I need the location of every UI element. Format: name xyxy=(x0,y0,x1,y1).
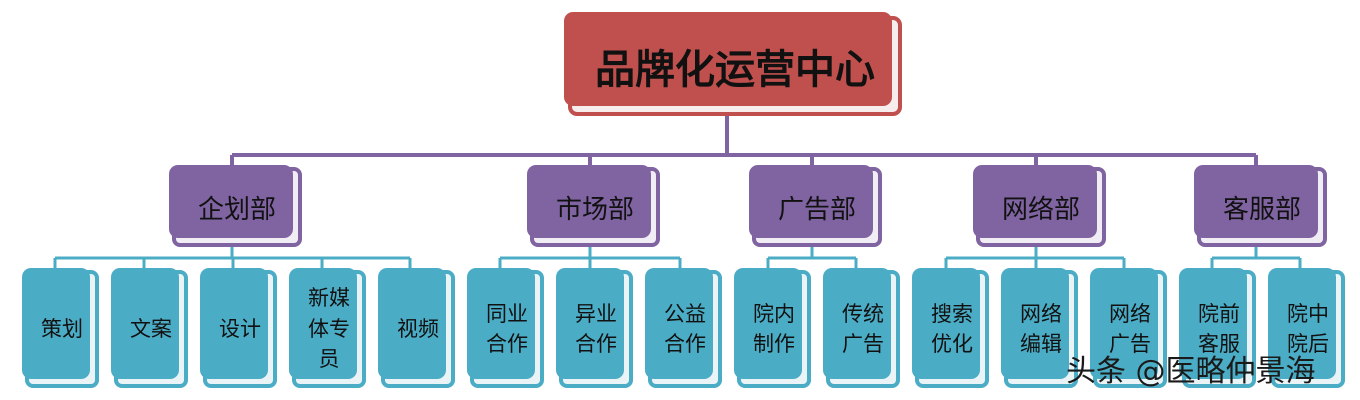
leaf-label: 策划 xyxy=(41,316,83,341)
leaf-label: 设计 xyxy=(219,316,261,341)
dept-label: 市场部 xyxy=(555,194,634,225)
leaf-label: 院中 院后 xyxy=(1287,301,1329,356)
dept-node-planning: 企划部 xyxy=(169,165,302,247)
leaf-node: 院前 客服 xyxy=(1179,268,1256,388)
leaf-node: 文案 xyxy=(111,268,188,388)
leaf-node: 院内 制作 xyxy=(734,268,811,388)
leaf-label: 网络 编辑 xyxy=(1020,301,1062,356)
leaf-label: 传统 广告 xyxy=(842,301,884,356)
leaf-node: 院中 院后 xyxy=(1268,268,1345,388)
leaf-node: 策划 xyxy=(22,268,99,388)
root-node: 品牌化运营中心 xyxy=(564,12,902,116)
leaf-label: 搜索 优化 xyxy=(931,301,973,356)
leaf-node: 异业 合作 xyxy=(556,268,633,388)
leaf-node: 传统 广告 xyxy=(823,268,900,388)
leaf-node: 网络 编辑 xyxy=(1001,268,1078,388)
leaf-node: 新媒 体专 员 xyxy=(289,268,366,388)
leaf-label: 院内 制作 xyxy=(753,301,795,356)
dept-node-network: 网络部 xyxy=(973,165,1106,247)
leaf-label: 院前 客服 xyxy=(1198,301,1240,356)
leaf-label: 视频 xyxy=(397,316,439,341)
leaf-node: 网络 广告 xyxy=(1090,268,1167,388)
leaf-label: 新媒 体专 员 xyxy=(308,286,350,372)
leaf-node: 视频 xyxy=(378,268,455,388)
dept-node-customer-service: 客服部 xyxy=(1194,165,1327,247)
leaf-node: 公益 合作 xyxy=(645,268,722,388)
dept-label: 广告部 xyxy=(777,194,856,225)
dept-node-advertising: 广告部 xyxy=(749,165,882,247)
leaf-label: 异业 合作 xyxy=(575,301,617,356)
leaf-node: 搜索 优化 xyxy=(912,268,989,388)
leaf-label: 同业 合作 xyxy=(486,301,528,356)
dept-label: 网络部 xyxy=(1001,194,1080,225)
leaf-node: 设计 xyxy=(200,268,277,388)
watermark: 头条 @医略仲景海 xyxy=(1066,354,1316,389)
dept-label: 企划部 xyxy=(197,194,276,225)
dept-node-marketing: 市场部 xyxy=(527,165,660,247)
leaf-label: 文案 xyxy=(130,316,172,341)
leaf-label: 网络 广告 xyxy=(1109,301,1151,356)
leaf-label: 公益 合作 xyxy=(664,301,706,356)
leaf-node: 同业 合作 xyxy=(467,268,544,388)
dept-label: 客服部 xyxy=(1222,194,1301,225)
root-label: 品牌化运营中心 xyxy=(595,47,875,93)
